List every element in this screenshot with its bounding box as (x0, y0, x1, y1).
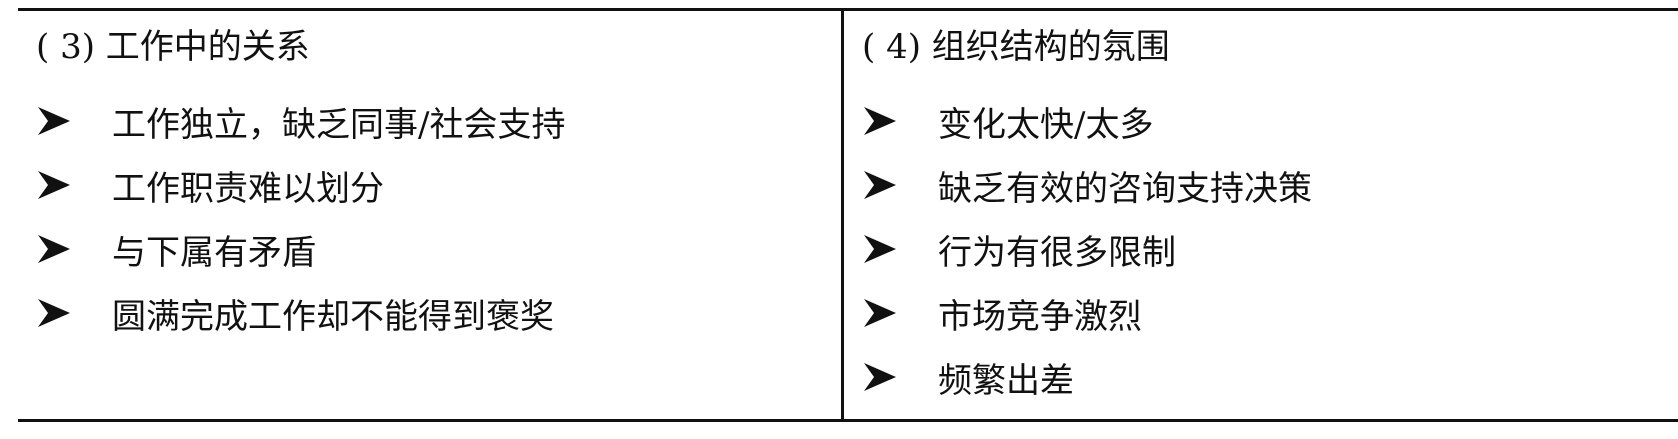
left-heading: ( 3) 工作中的关系 (36, 27, 310, 67)
arrow-bullet-icon (36, 295, 72, 331)
list-item-text: 圆满完成工作却不能得到褒奖 (112, 296, 554, 337)
arrow-bullet-icon (36, 231, 72, 267)
list-item: 工作独立，缺乏同事/社会支持 (36, 89, 565, 153)
two-column-table: ( 3) 工作中的关系 工作独立，缺乏同事/社会支持 工作职责难以划分 与下属有… (18, 8, 1678, 422)
list-item: 变化太快/太多 (862, 89, 1312, 153)
list-item: 圆满完成工作却不能得到褒奖 (36, 281, 565, 345)
arrow-bullet-icon (862, 103, 898, 139)
list-item: 行为有很多限制 (862, 217, 1312, 281)
arrow-bullet-icon (862, 167, 898, 203)
list-item-text: 变化太快/太多 (938, 104, 1154, 145)
list-item-text: 缺乏有效的咨询支持决策 (938, 168, 1312, 209)
list-item: 市场竞争激烈 (862, 281, 1312, 345)
list-item: 频繁出差 (862, 345, 1312, 409)
list-item-text: 与下属有矛盾 (112, 232, 316, 273)
left-list: 工作独立，缺乏同事/社会支持 工作职责难以划分 与下属有矛盾 圆满完成工作却不能… (36, 89, 565, 345)
list-item-text: 工作职责难以划分 (112, 168, 384, 209)
arrow-bullet-icon (862, 295, 898, 331)
right-list: 变化太快/太多 缺乏有效的咨询支持决策 行为有很多限制 市场竞争激烈 (862, 89, 1312, 409)
right-heading: ( 4) 组织结构的氛围 (862, 27, 1170, 67)
list-item-text: 市场竞争激烈 (938, 296, 1142, 337)
list-item-text: 工作独立，缺乏同事/社会支持 (112, 104, 566, 145)
list-item-text: 行为有很多限制 (938, 232, 1176, 273)
list-item: 与下属有矛盾 (36, 217, 565, 281)
list-item: 工作职责难以划分 (36, 153, 565, 217)
left-column: ( 3) 工作中的关系 工作独立，缺乏同事/社会支持 工作职责难以划分 与下属有… (18, 11, 844, 419)
arrow-bullet-icon (36, 167, 72, 203)
arrow-bullet-icon (36, 103, 72, 139)
list-item-text: 频繁出差 (938, 360, 1074, 401)
list-item: 缺乏有效的咨询支持决策 (862, 153, 1312, 217)
arrow-bullet-icon (862, 359, 898, 395)
right-column: ( 4) 组织结构的氛围 变化太快/太多 缺乏有效的咨询支持决策 行为有很多限制 (844, 11, 1678, 419)
arrow-bullet-icon (862, 231, 898, 267)
